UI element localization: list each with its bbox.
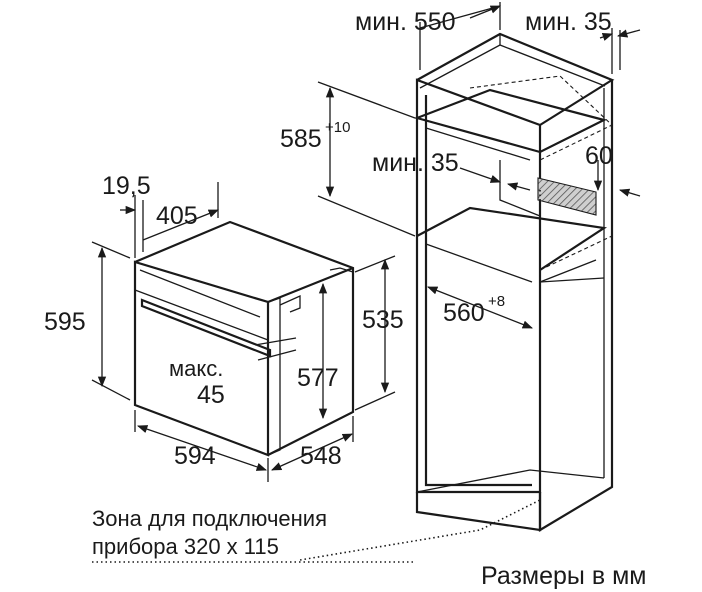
label-595: 595 xyxy=(44,308,86,336)
oven-side-rim xyxy=(267,297,281,456)
label-min35-mid: мин. 35 xyxy=(372,149,459,177)
cabinet-drawing xyxy=(413,32,615,532)
oven-bracket xyxy=(279,294,301,313)
label-585: 585 xyxy=(280,125,322,153)
cabinet-plinth xyxy=(415,492,542,532)
label-units: Размеры в мм xyxy=(481,562,646,590)
label-535: 535 xyxy=(362,306,404,334)
arrow-60-b xyxy=(619,188,641,197)
arrow-min35-top-b xyxy=(616,29,641,38)
cabinet-floor xyxy=(416,469,605,493)
arrow-min35-mid-b xyxy=(506,182,531,191)
label-min35-top: мин. 35 xyxy=(525,8,612,36)
rear-gap-line xyxy=(499,160,541,217)
back-dashed-upper xyxy=(469,75,613,161)
label-60: 60 xyxy=(585,142,613,170)
arrow-min35-top-a xyxy=(599,33,613,41)
ext-595-bottom xyxy=(91,379,131,401)
cabinet-top xyxy=(416,32,615,126)
ext-585-top xyxy=(317,81,416,119)
arrow-min35-mid-a xyxy=(459,167,501,183)
oven-drawing xyxy=(133,220,355,457)
label-19-5: 19,5 xyxy=(102,172,151,200)
back-dashed-mid xyxy=(539,228,613,271)
dimension-labels: мин. 550 мин. 35 585 +10 мин. 35 60 560 … xyxy=(44,8,646,590)
cabinet-top-underside xyxy=(419,44,606,89)
oven-top-front-edge xyxy=(267,266,354,304)
label-405: 405 xyxy=(156,202,198,230)
cabinet-front-inner xyxy=(424,95,532,487)
dim-line-560 xyxy=(427,286,533,329)
label-zone-line1: Зона для подключения xyxy=(92,506,327,531)
upper-shelf xyxy=(413,88,608,154)
label-min550: мин. 550 xyxy=(355,8,456,36)
label-585-tolerance: +10 xyxy=(325,119,350,136)
lower-back-edge-2 xyxy=(539,277,605,283)
ventilation-opening xyxy=(537,177,597,216)
label-zone-line2: прибора 320 x 115 xyxy=(92,534,279,559)
upper-shelf-front xyxy=(425,127,531,161)
oven-control-strip xyxy=(139,269,261,318)
label-560-tolerance: +8 xyxy=(488,293,505,310)
label-548: 548 xyxy=(300,442,342,470)
dim-line-min550 xyxy=(419,5,501,29)
ext-535-top xyxy=(354,255,396,273)
support-shelf-front xyxy=(425,243,533,283)
label-560: 560 xyxy=(443,299,485,327)
ext-max45 xyxy=(254,337,297,346)
dimension-lines xyxy=(91,2,641,563)
label-577: 577 xyxy=(297,364,339,392)
oven-body xyxy=(134,220,355,456)
connection-zone-leader xyxy=(299,190,541,561)
arrow-min550 xyxy=(469,5,501,19)
support-shelf xyxy=(416,206,608,271)
oven-panel-line xyxy=(134,289,269,341)
ext-max45-b xyxy=(257,349,297,361)
label-max: макс. xyxy=(169,356,223,381)
oven-door-handle xyxy=(140,298,272,358)
dim-line-594 xyxy=(137,425,267,471)
label-594: 594 xyxy=(174,442,216,470)
ext-595-top xyxy=(91,241,131,259)
dim-line-548 xyxy=(271,433,353,471)
dim-line-405 xyxy=(142,209,219,241)
ext-585-bottom xyxy=(317,195,416,237)
ext-535-bottom xyxy=(354,391,396,411)
oven-rear-lip xyxy=(329,267,354,273)
label-max-value: 45 xyxy=(197,381,225,409)
cabinet-front-frame xyxy=(415,78,542,494)
